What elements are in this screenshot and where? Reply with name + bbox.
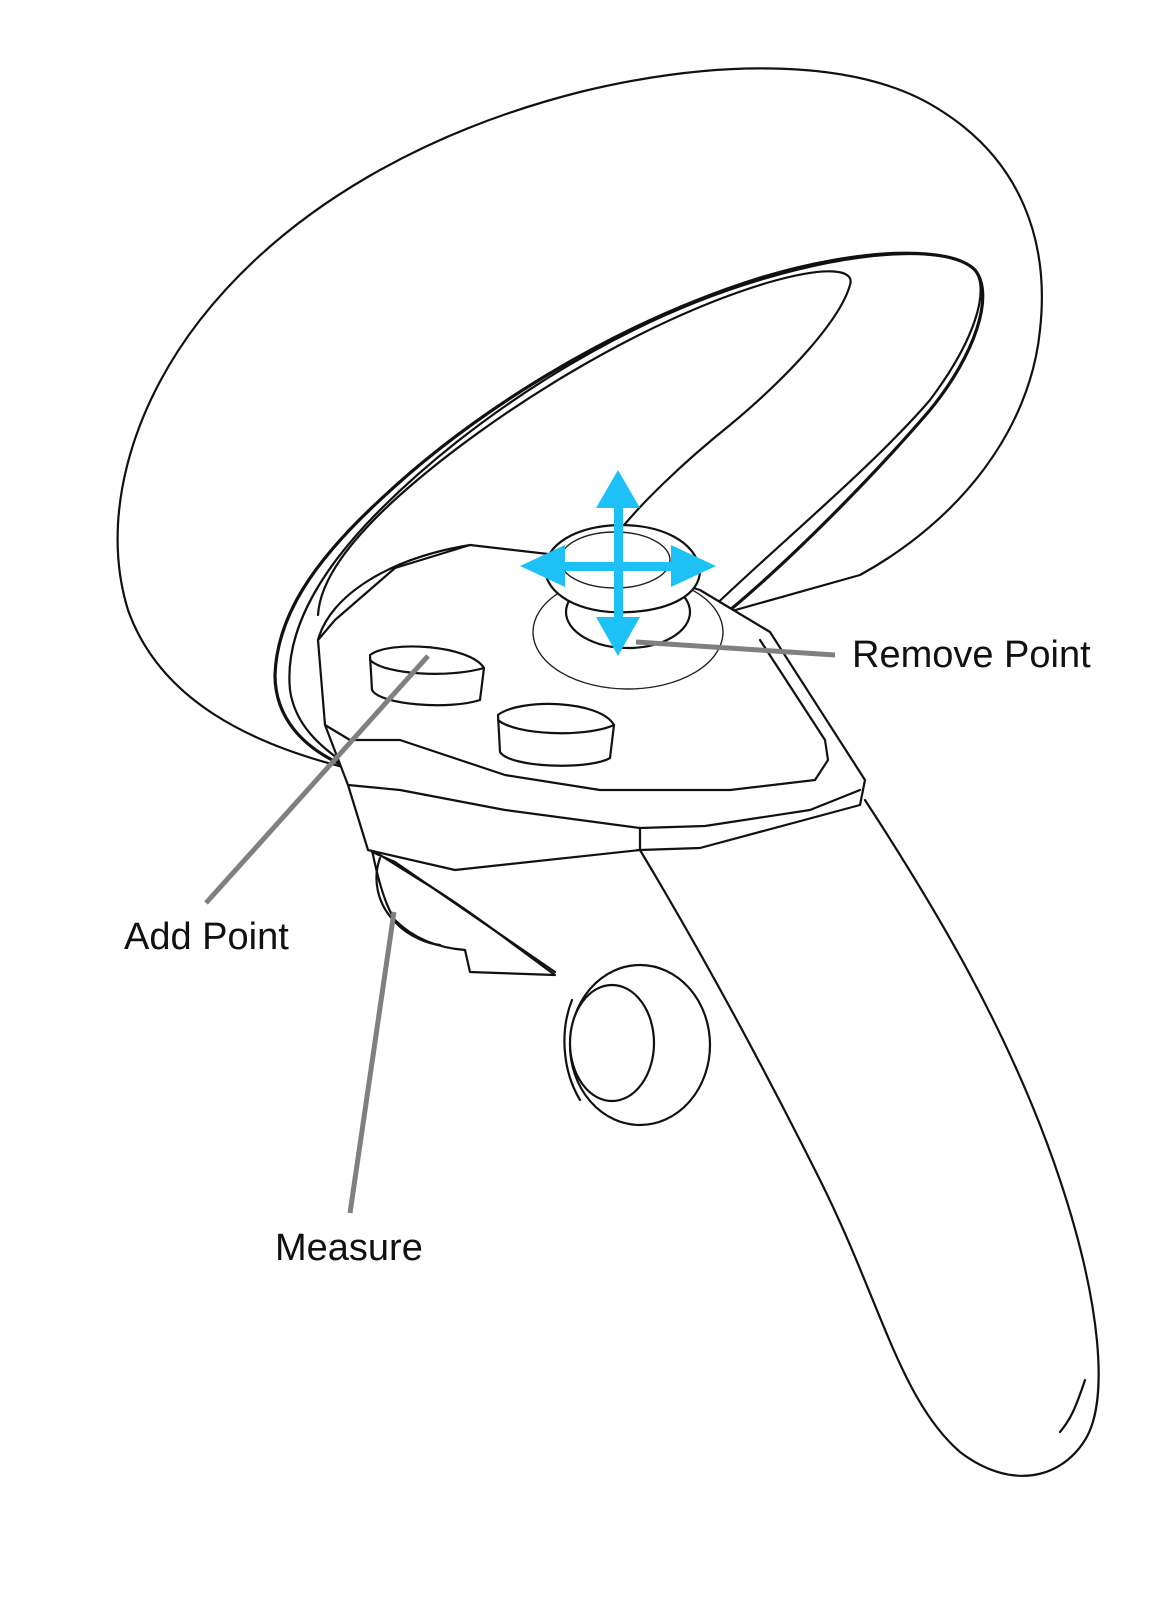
four-way-arrows-icon <box>520 470 716 656</box>
controller-handle <box>638 798 1100 1477</box>
remove-point-leader <box>635 639 836 658</box>
tracking-ring <box>116 67 1043 772</box>
remove-point-label: Remove Point <box>852 634 1091 676</box>
trigger <box>370 848 557 977</box>
grip-button <box>563 963 712 1127</box>
add-point-label: Add Point <box>124 916 289 958</box>
controller-face <box>316 543 867 872</box>
measure-label: Measure <box>275 1227 423 1269</box>
face-button-bottom <box>496 702 616 767</box>
measure-leader <box>347 911 397 1214</box>
add-point-leader <box>204 654 430 905</box>
